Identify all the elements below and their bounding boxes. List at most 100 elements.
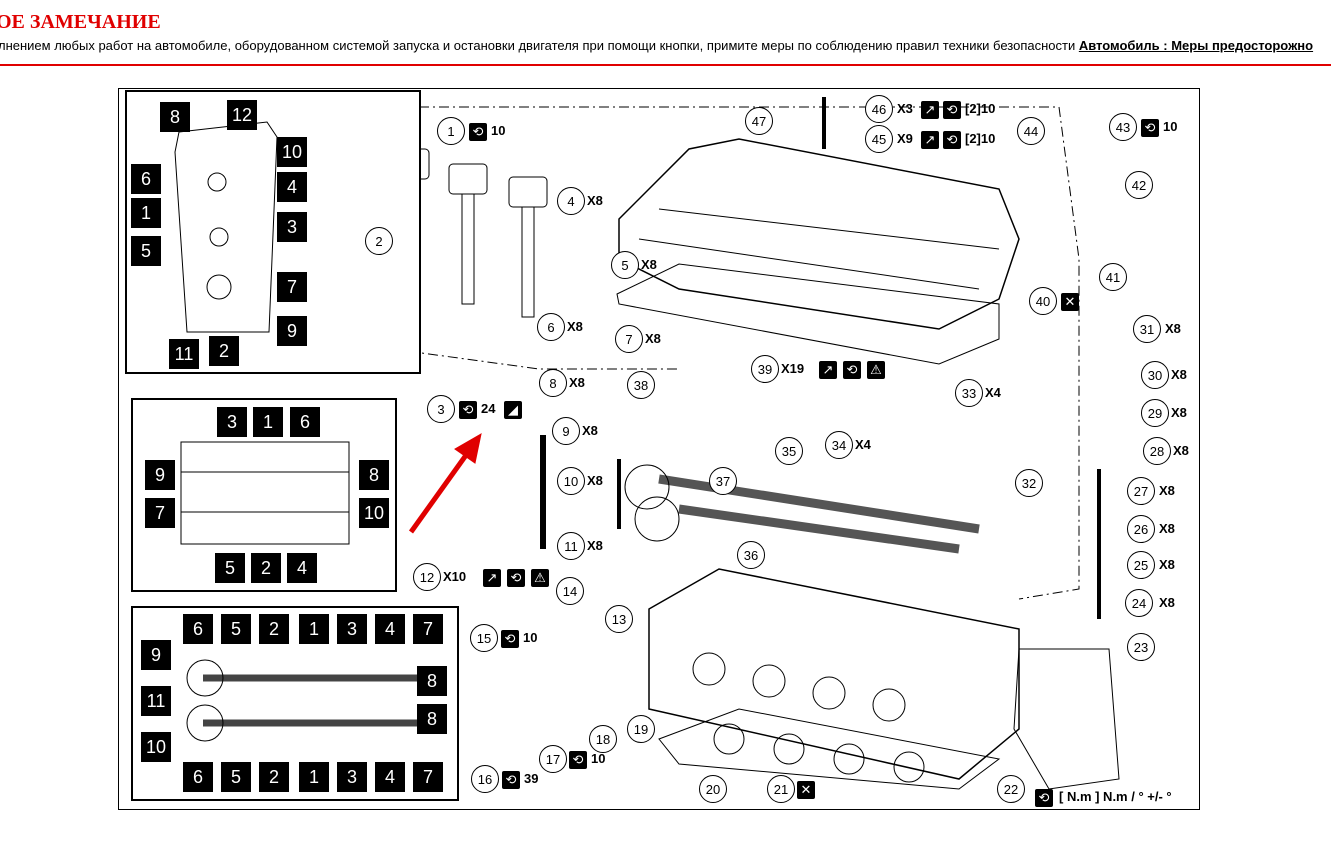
callout-34: 34 <box>825 431 853 459</box>
notice-text: лнением любых работ на автомобиле, обору… <box>0 38 1331 53</box>
qty-12: X10 <box>443 569 467 584</box>
torque-wrench-icon: ⟲ <box>843 361 861 379</box>
callout-42: 42 <box>1125 171 1153 199</box>
qty-29: X8 <box>1171 405 1187 420</box>
callout-26: 26 <box>1127 515 1155 543</box>
seq-label: 7 <box>413 614 443 644</box>
qty-9: X8 <box>582 423 598 438</box>
torque-wrench-icon: ⟲ <box>1035 789 1053 807</box>
callout-6: 6 <box>537 313 565 341</box>
seq-label: 3 <box>217 407 247 437</box>
callout-38: 38 <box>627 371 655 399</box>
notice-body: лнением любых работ на автомобиле, обору… <box>0 38 1079 53</box>
torque-wrench-icon: ⟲ <box>502 771 520 789</box>
seq-label: 5 <box>221 614 251 644</box>
callout-11: 11 <box>557 532 585 560</box>
callout-36: 36 <box>737 541 765 569</box>
seq-label: 7 <box>277 272 307 302</box>
seq-label: 3 <box>277 212 307 242</box>
torque-wrench-icon: ⟲ <box>943 101 961 119</box>
warning-triangle-icon: ⚠ <box>531 569 549 587</box>
callout-29: 29 <box>1141 399 1169 427</box>
engine-head-exploded-diagram: 8 12 10 6 4 1 3 5 7 11 2 9 3 1 6 9 8 7 1… <box>118 88 1200 810</box>
sequence-icon: ↗ <box>921 101 939 119</box>
seq-label: 5 <box>221 762 251 792</box>
seq-label: 3 <box>337 614 367 644</box>
callout-46: 46 <box>865 95 893 123</box>
callout-37: 37 <box>709 467 737 495</box>
qty-4: X8 <box>587 193 603 208</box>
qty-39: X19 <box>781 361 805 376</box>
seq-label: 5 <box>131 236 161 266</box>
seq-label: 7 <box>145 498 175 528</box>
qty-26: X8 <box>1159 521 1175 536</box>
torque-3: 24 <box>481 401 496 416</box>
seq-label: 1 <box>299 614 329 644</box>
qty-45: X9 <box>897 131 913 146</box>
qty-6: X8 <box>567 319 583 334</box>
callout-14: 14 <box>556 577 584 605</box>
notice-title: ОЕ ЗАМЕЧАНИЕ <box>0 11 161 33</box>
inset-camshaft-sequence: 6 5 2 1 3 4 7 9 8 11 8 10 6 5 2 1 3 4 7 <box>131 606 459 801</box>
callout-24: 24 <box>1125 589 1153 617</box>
qty-31: X8 <box>1165 321 1181 336</box>
seq-label: 6 <box>183 762 213 792</box>
seq-label: 2 <box>209 336 239 366</box>
callout-10: 10 <box>557 467 585 495</box>
callout-30: 30 <box>1141 361 1169 389</box>
qty-27: X8 <box>1159 483 1175 498</box>
seq-label: 9 <box>277 316 307 346</box>
torque-16: 39 <box>524 771 539 786</box>
torque-wrench-icon: ⟲ <box>943 131 961 149</box>
torque-45: [2]10 <box>965 131 996 146</box>
seq-label: 10 <box>141 732 171 762</box>
seq-label: 2 <box>259 762 289 792</box>
callout-45: 45 <box>865 125 893 153</box>
warning-triangle-icon: ⚠ <box>867 361 885 379</box>
seq-label: 4 <box>287 553 317 583</box>
sequence-icon: ↗ <box>921 131 939 149</box>
callout-39: 39 <box>751 355 779 383</box>
seq-label: 1 <box>253 407 283 437</box>
torque-46: [2]10 <box>965 101 996 116</box>
seq-label: 6 <box>131 164 161 194</box>
torque-43: 10 <box>1163 119 1178 134</box>
qty-8: X8 <box>569 375 585 390</box>
torque-wrench-icon: ⟲ <box>507 569 525 587</box>
callout-1: 1 <box>437 117 465 145</box>
qty-10: X8 <box>587 473 603 488</box>
callout-32: 32 <box>1015 469 1043 497</box>
inset-cylinder-head-sequence: 3 1 6 9 8 7 10 5 2 4 <box>131 398 397 592</box>
qty-28: X8 <box>1173 443 1189 458</box>
qty-30: X8 <box>1171 367 1187 382</box>
seq-label: 12 <box>227 100 257 130</box>
qty-33: X4 <box>985 385 1001 400</box>
seq-label: 10 <box>277 137 307 167</box>
camshaft-outline <box>186 659 423 742</box>
grease-icon: ◢ <box>504 401 522 419</box>
torque-15: 10 <box>523 630 538 645</box>
callout-44: 44 <box>1017 117 1045 145</box>
seq-label: 2 <box>259 614 289 644</box>
notice-link[interactable]: Автомобиль : Меры предосторожно <box>1078 38 1314 53</box>
seq-label: 10 <box>359 498 389 528</box>
callout-41: 41 <box>1099 263 1127 291</box>
seq-label: 4 <box>277 172 307 202</box>
callout-20: 20 <box>699 775 727 803</box>
callout-47: 47 <box>745 107 773 135</box>
callout-40: 40 <box>1029 287 1057 315</box>
torque-wrench-icon: ⟲ <box>469 123 487 141</box>
seq-label: 4 <box>375 762 405 792</box>
seq-label: 2 <box>251 553 281 583</box>
callout-9: 9 <box>552 417 580 445</box>
sequence-icon: ↗ <box>819 361 837 379</box>
callout-13: 13 <box>605 605 633 633</box>
sequence-icon: ↗ <box>483 569 501 587</box>
qty-5: X8 <box>641 257 657 272</box>
replace-part-icon: ✕ <box>797 781 815 799</box>
seq-label: 8 <box>160 102 190 132</box>
seq-label: 8 <box>417 704 447 734</box>
seq-label: 6 <box>183 614 213 644</box>
callout-33: 33 <box>955 379 983 407</box>
qty-24: X8 <box>1159 595 1175 610</box>
